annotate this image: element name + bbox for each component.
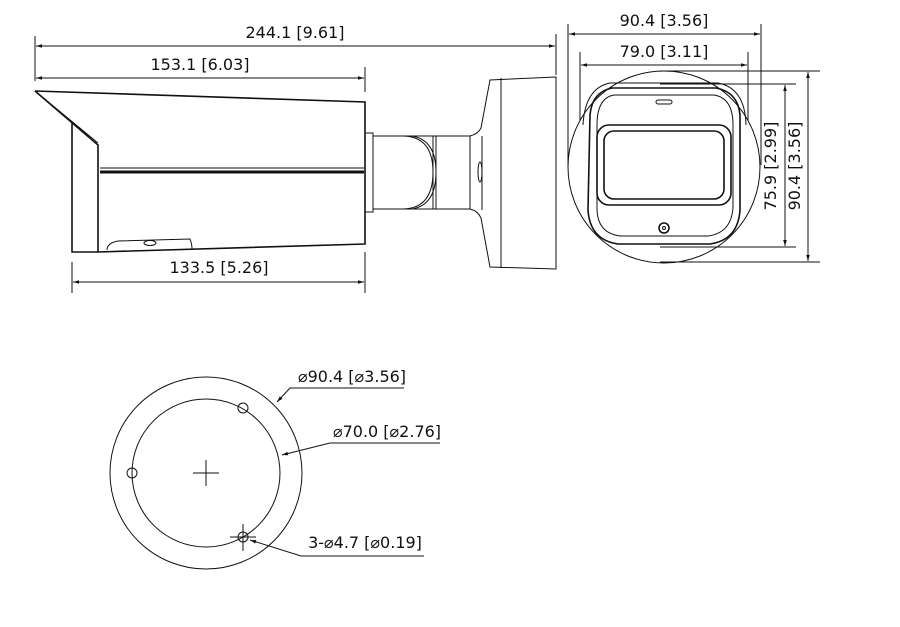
lens-window <box>596 124 732 206</box>
mounting-hole <box>126 467 138 479</box>
mount-height-label: 90.4 [3.56] <box>785 122 804 211</box>
body-length-label: 133.5 [5.26] <box>170 258 269 277</box>
base-view: ⌀90.4 [⌀3.56] ⌀70.0 [⌀2.76] 3-⌀4.7 [⌀0.1… <box>109 367 441 570</box>
overall-length-label: 244.1 [9.61] <box>246 23 345 42</box>
body-width-label: 79.0 [3.11] <box>620 42 709 61</box>
base-outer-circle <box>109 376 303 570</box>
mounting-holes-label: 3-⌀4.7 [⌀0.19] <box>308 533 422 552</box>
outer-diameter-label: ⌀90.4 [⌀3.56] <box>298 367 406 386</box>
mounting-hole <box>237 402 249 414</box>
mount-width-label: 90.4 [3.56] <box>620 11 709 30</box>
housing-front-outline <box>587 87 741 245</box>
front-screw-icon <box>658 222 670 234</box>
camera-housing-outline <box>34 90 366 253</box>
housing-latch <box>106 238 193 251</box>
front-view: 90.4 [3.56] 79.0 [3.11] 75.9 [2.99] 90.4… <box>567 11 820 264</box>
hole-circle-label: ⌀70.0 [⌀2.76] <box>333 422 441 441</box>
body-height-label: 75.9 [2.99] <box>761 122 780 211</box>
base-hole-circle <box>131 398 281 548</box>
side-view: 244.1 [9.61] 153.1 [6.03] 133.5 [5.26] <box>34 23 557 293</box>
hood-length-label: 153.1 [6.03] <box>151 55 250 74</box>
mount-plate-outline <box>567 70 761 264</box>
